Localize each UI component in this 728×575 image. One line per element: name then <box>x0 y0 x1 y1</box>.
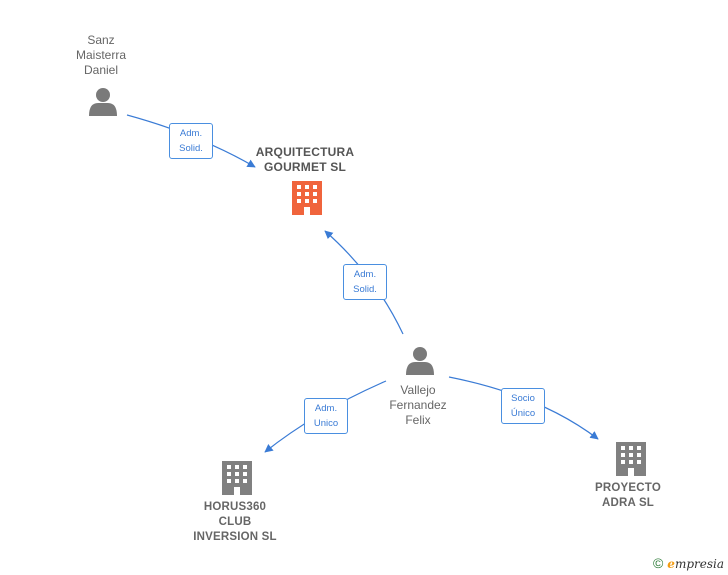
person-icon[interactable] <box>89 88 117 116</box>
empresia-logo[interactable]: ©empresia <box>653 555 724 571</box>
building-icon[interactable] <box>222 461 252 495</box>
edge-badge-vallejo-arquitectura: Adm. Solid. <box>343 264 387 300</box>
edge-badge-line1: Adm. <box>314 403 338 414</box>
person-label-sanz[interactable]: Sanz Maisterra Daniel <box>75 33 126 77</box>
edge-badge-line2: Solid. <box>353 284 377 295</box>
edge-badge-line1: Adm. <box>353 269 377 280</box>
edge-badge-vallejo-proyecto: Socio Único <box>501 388 545 424</box>
edge-badge-sanz-arquitectura: Adm. Solid. <box>169 123 213 159</box>
edge-badge-line1: Socio <box>511 393 535 404</box>
building-icon[interactable] <box>616 442 646 476</box>
person-label-vallejo[interactable]: Vallejo Fernandez Felix <box>389 383 447 427</box>
edge-badge-line2: Solid. <box>179 143 203 154</box>
edge-badge-line2: Unico <box>313 418 339 429</box>
brand-initial: e <box>667 557 675 571</box>
brand-name: mpresia <box>674 557 724 571</box>
copyright-icon: © <box>652 555 664 571</box>
edge-badge-line2: Único <box>510 408 536 419</box>
edge-badge-line1: Adm. <box>179 128 203 139</box>
building-icon[interactable] <box>292 181 322 215</box>
company-label-proyecto[interactable]: PROYECTO ADRA SL <box>595 482 661 509</box>
person-icon[interactable] <box>406 347 434 375</box>
company-label-horus[interactable]: HORUS360 CLUB INVERSION SL <box>193 501 277 543</box>
edge-badge-vallejo-horus: Adm. Unico <box>304 398 348 434</box>
company-label-arquitectura[interactable]: ARQUITECTURA GOURMET SL <box>255 145 355 174</box>
